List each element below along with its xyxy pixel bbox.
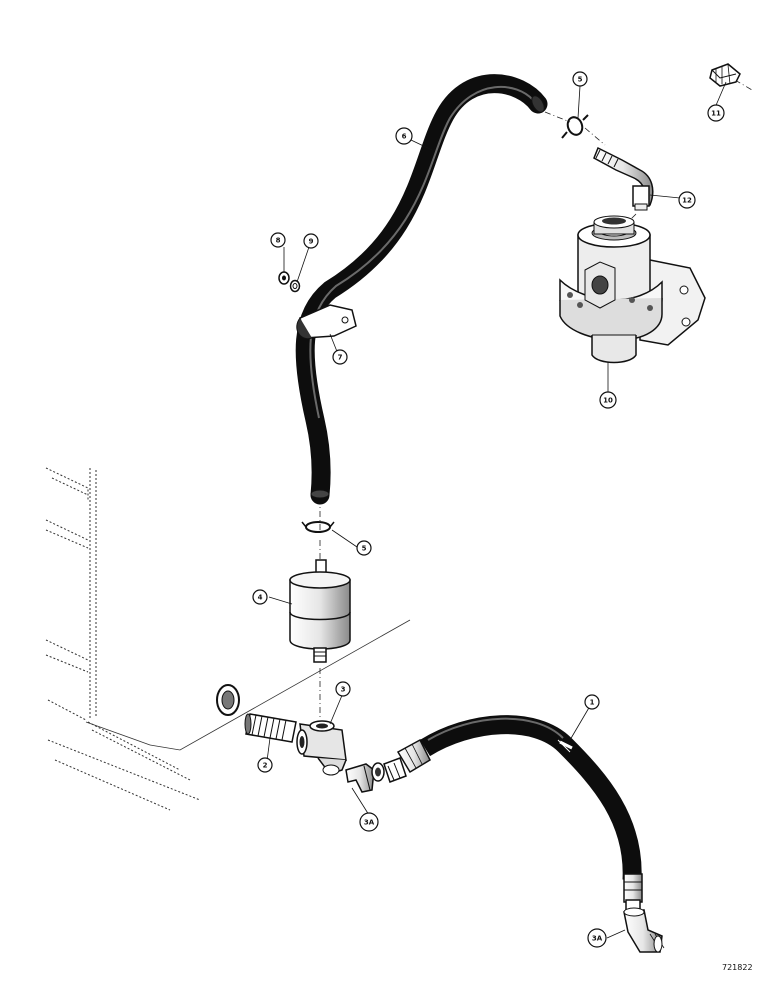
callout-labels: 6 5 11 12 8 9 7 10 5 4 3 2 3A 1 3A [258,76,721,943]
lower-fuel-hose [419,715,642,881]
upper-fuel-hose [295,74,548,505]
callout-5-top: 5 [578,76,583,84]
callout-3: 3 [341,686,346,694]
hose-clamp-bottom [301,521,335,533]
machine-frame-outline [45,467,201,811]
callout-12: 12 [682,197,692,205]
figure-number: 721822 [722,963,753,972]
callout-5-bottom: 5 [362,545,367,553]
pipe-nipple [244,713,297,743]
callout-10: 10 [603,397,613,405]
callout-6: 6 [402,133,407,141]
elbow-fitting-12 [593,146,654,211]
elbow-fitting-3a-upper [345,762,385,793]
washer-9 [289,279,301,293]
callout-8: 8 [276,237,281,245]
nut-8 [278,271,290,285]
callout-7: 7 [338,354,343,362]
elbow-fitting-3a-lower [623,907,665,953]
hose-clamp-top [561,114,589,139]
hose-clip-bracket [296,304,357,340]
hose-end-fitting-upper [383,738,431,783]
callout-4: 4 [258,594,263,602]
machine-panel-edge [85,619,411,751]
frame-grommet [216,684,240,716]
callouts [252,71,725,948]
leader-lines [266,81,727,939]
fuel-filter [289,559,351,663]
fuel-pump [559,215,706,364]
callout-3a-lower: 3A [592,935,603,943]
callout-3a-upper: 3A [364,819,375,827]
alignment-lines [319,79,753,720]
callout-2: 2 [263,762,268,770]
callout-11: 11 [711,110,721,118]
callout-9: 9 [309,238,314,246]
tee-fitting [296,720,347,776]
callout-1: 1 [590,699,595,707]
hose-end-fitting-lower [623,873,643,911]
plug-11 [709,63,741,87]
